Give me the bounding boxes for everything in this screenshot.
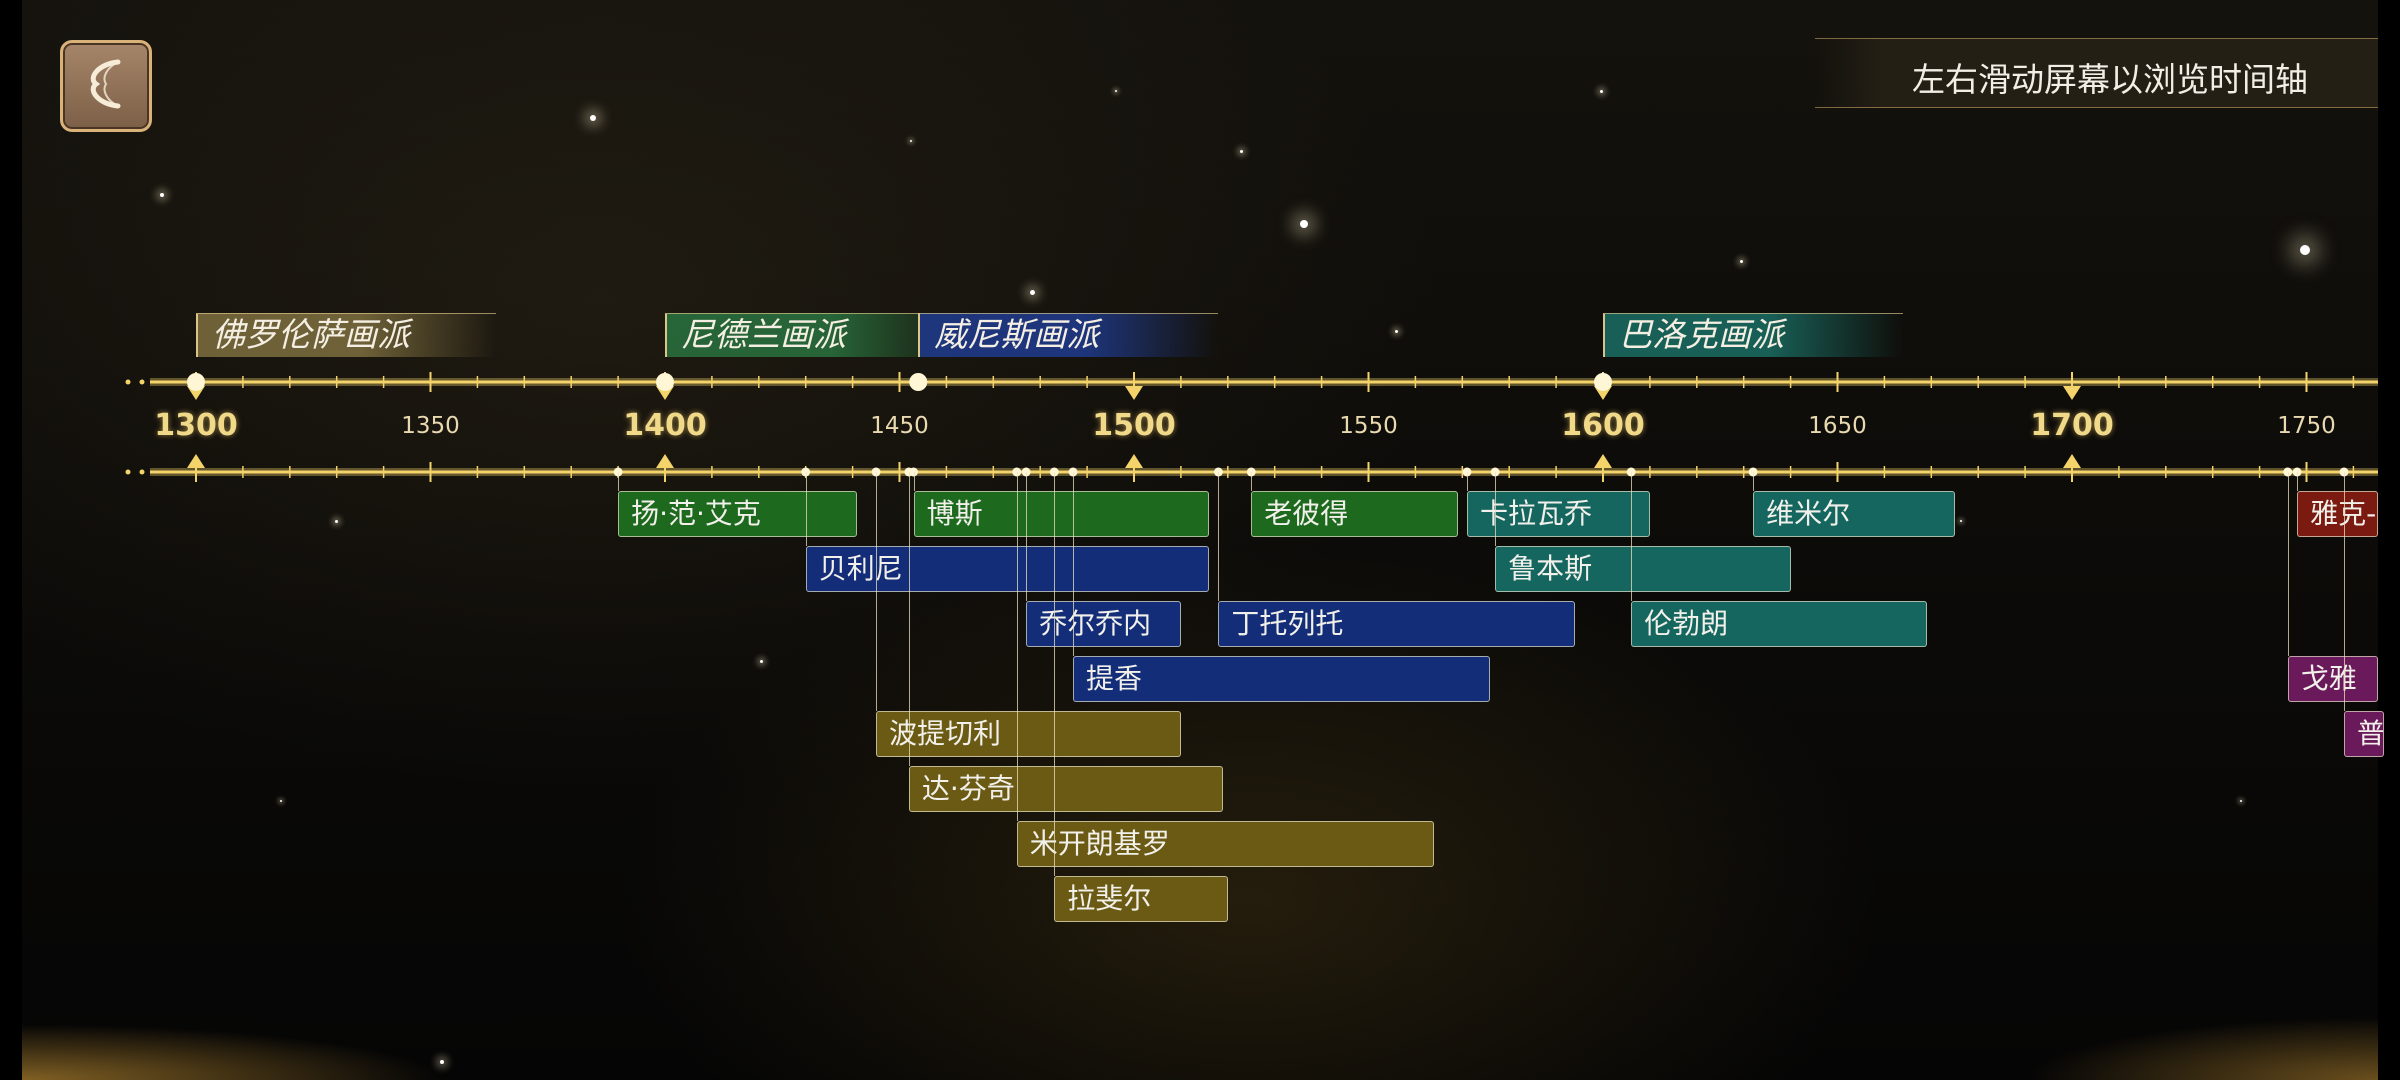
century-marker-down [2063, 386, 2081, 400]
back-arrow-icon [76, 54, 136, 118]
artist-bar[interactable]: 扬·范·艾克 [618, 491, 858, 537]
axis-lead-dot [139, 469, 145, 475]
school-node [909, 373, 928, 391]
artist-bar[interactable]: 达·芬奇 [908, 766, 1224, 812]
star [910, 140, 912, 142]
star [1740, 260, 1743, 263]
school-banner[interactable]: 尼德兰画派 [665, 313, 965, 357]
year-label: 1300 [154, 408, 238, 443]
right-letterbox [2378, 0, 2400, 1080]
back-button[interactable] [60, 40, 152, 132]
star [2300, 245, 2310, 255]
star [2240, 800, 2242, 802]
year-label: 1650 [1808, 413, 1867, 439]
school-node [1594, 373, 1612, 391]
year-label: 1500 [1092, 408, 1176, 443]
artist-bar[interactable]: 乔尔乔内 [1026, 601, 1181, 647]
artist-connector [1073, 472, 1075, 656]
year-label: 1350 [401, 413, 460, 439]
star [160, 193, 164, 197]
artist-connector [2287, 472, 2289, 656]
star [1030, 290, 1035, 295]
school-banner[interactable]: 威尼斯画派 [918, 313, 1219, 357]
artist-connector [913, 472, 915, 491]
artist-connector [1251, 472, 1253, 491]
year-label: 1750 [2277, 413, 2336, 439]
artist-bar[interactable]: 戈雅 [2287, 656, 2378, 702]
artist-connector [1631, 472, 1633, 601]
star [760, 660, 763, 663]
axis-lead-dot [125, 379, 131, 385]
artist-connector [805, 472, 807, 546]
artist-connector [1753, 472, 1755, 491]
swipe-hint-text: 左右滑动屏幕以浏览时间轴 [1912, 60, 2308, 99]
year-label: 1450 [870, 413, 929, 439]
artist-bar[interactable]: 米开朗基罗 [1016, 821, 1435, 867]
artist-connector [1218, 472, 1220, 601]
gold-wave-decoration [22, 960, 722, 1080]
artist-bar[interactable]: 拉斐尔 [1054, 876, 1228, 922]
century-marker-up [1125, 454, 1143, 468]
artist-bar[interactable]: 卡拉瓦乔 [1466, 491, 1650, 537]
artist-connector [618, 472, 620, 491]
artist-connector [876, 472, 878, 711]
year-label: 1400 [623, 408, 707, 443]
star [280, 800, 282, 802]
gold-wave-decoration-right [1900, 940, 2378, 1080]
artist-bar[interactable]: 丁托列托 [1218, 601, 1575, 647]
artist-bar[interactable]: 普 [2344, 711, 2385, 757]
star [1240, 150, 1243, 153]
star [1960, 520, 1962, 522]
artist-bar[interactable]: 老彼得 [1251, 491, 1458, 537]
year-label: 1600 [1561, 408, 1645, 443]
artist-connector [1016, 472, 1018, 821]
star [1300, 220, 1308, 228]
artist-bar[interactable]: 贝利尼 [805, 546, 1210, 592]
artist-bar[interactable]: 伦勃朗 [1631, 601, 1927, 647]
artist-bar[interactable]: 波提切利 [876, 711, 1181, 757]
star [335, 520, 338, 523]
century-marker-down [1125, 386, 1143, 400]
century-marker-up [187, 454, 205, 468]
artist-bar[interactable]: 雅克- [2297, 491, 2378, 537]
artist-bar[interactable]: 提香 [1073, 656, 1491, 702]
artist-connector [2297, 472, 2299, 491]
axis-lead-dot [125, 469, 131, 475]
artist-connector [1026, 472, 1028, 601]
star [1600, 90, 1603, 93]
artist-connector [2344, 472, 2346, 711]
star [1395, 330, 1398, 333]
century-marker-up [2063, 454, 2081, 468]
school-banner[interactable]: 巴洛克画派 [1603, 313, 1903, 357]
year-label: 1700 [2030, 408, 2114, 443]
artist-connector [1466, 472, 1468, 491]
century-marker-up [656, 454, 674, 468]
star [1115, 90, 1117, 92]
artist-connector [1054, 472, 1056, 876]
artist-connector [1495, 472, 1497, 546]
year-label: 1550 [1339, 413, 1398, 439]
star [590, 115, 596, 121]
school-node [656, 373, 674, 391]
school-node [187, 373, 205, 391]
artist-bar[interactable]: 鲁本斯 [1495, 546, 1791, 592]
school-banner[interactable]: 佛罗伦萨画派 [196, 313, 496, 357]
swipe-hint-banner: 左右滑动屏幕以浏览时间轴 [1815, 38, 2378, 108]
artist-bar[interactable]: 维米尔 [1753, 491, 1955, 537]
star [440, 1060, 444, 1064]
left-letterbox [0, 0, 22, 1080]
axis-lead-dot [139, 379, 145, 385]
artist-bar[interactable]: 博斯 [913, 491, 1210, 537]
century-marker-up [1594, 454, 1612, 468]
artist-connector [908, 472, 910, 766]
